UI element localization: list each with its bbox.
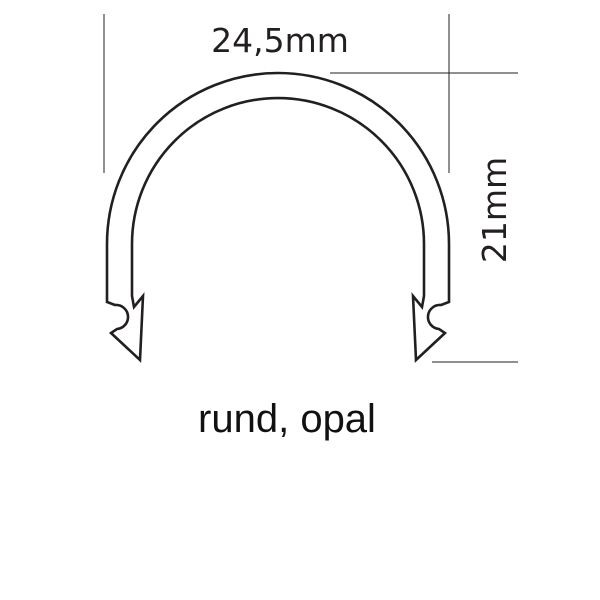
width-dimension-label: 24,5mm <box>211 21 349 60</box>
diffuser-profile-outline <box>105 71 451 363</box>
caption-label: rund, opal <box>198 397 376 441</box>
height-dimension-label: 21mm <box>475 157 514 263</box>
